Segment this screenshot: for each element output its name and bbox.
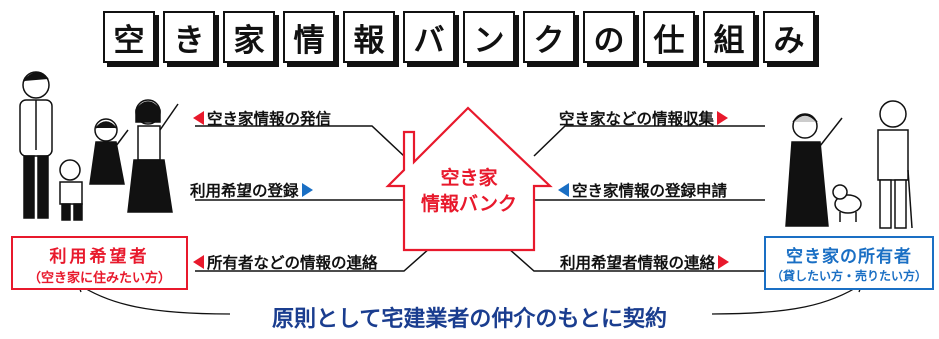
flow-right-top-label: 空き家などの情報収集 <box>559 110 715 128</box>
house-label-line1: 空き家 <box>440 167 498 189</box>
flow-right-top: 空き家などの情報収集 <box>559 107 729 129</box>
flow-left-mid: 利用希望の登録 <box>190 179 313 201</box>
house-label-line2: 情報バンク <box>421 193 517 215</box>
flow-left-top-label: 空き家情報の発信 <box>207 110 332 128</box>
arrow-left-icon <box>193 111 204 125</box>
owner-party-box: 空き家の所有者 （貸したい方・売りたい方） <box>764 236 934 290</box>
title-char: 家 <box>223 11 275 63</box>
bottom-arc-right <box>711 283 863 315</box>
user-party-title: 利用希望者 <box>49 247 150 267</box>
flow-right-mid: 空き家情報の登録申請 <box>558 179 727 201</box>
line-right-bottom <box>507 247 765 272</box>
arrow-right-icon <box>718 255 730 269</box>
title-char: バ <box>403 11 455 63</box>
owner-party-title: 空き家の所有者 <box>786 247 912 267</box>
line-left-bottom <box>195 247 431 272</box>
owners-illustration <box>785 100 913 229</box>
title-char: 情 <box>283 11 335 63</box>
title-char: ク <box>523 11 575 63</box>
house-outline <box>385 106 553 252</box>
arrow-right-icon <box>717 111 729 125</box>
title-char: 組 <box>703 11 755 63</box>
family-illustration <box>19 71 179 221</box>
title-char: 仕 <box>643 11 695 63</box>
bottom-caption: 原則として宅建業者の仲介のもとに契約 <box>272 307 667 332</box>
title-char: 空 <box>103 11 155 63</box>
arrow-left-icon <box>193 255 204 269</box>
owner-party-subtitle: （貸したい方・売りたい方） <box>770 269 927 283</box>
flow-left-mid-label: 利用希望の登録 <box>190 182 299 200</box>
flow-right-mid-label: 空き家情報の登録申請 <box>572 182 728 200</box>
title-char: き <box>163 11 215 63</box>
line-right-top <box>533 125 765 157</box>
user-party-subtitle: （空き家に住みたい方） <box>27 271 171 286</box>
title-char: み <box>763 11 815 63</box>
line-left-top <box>195 125 405 157</box>
arrow-right-icon <box>301 183 313 197</box>
user-party-box: 利用希望者 （空き家に住みたい方） <box>11 236 188 290</box>
flow-left-bottom: 所有者などの情報の連絡 <box>193 251 378 273</box>
bottom-arc-left <box>77 283 231 315</box>
flow-left-top: 空き家情報の発信 <box>193 107 331 129</box>
flow-right-bottom-label: 利用希望者情報の連絡 <box>560 254 716 272</box>
flow-right-bottom: 利用希望者情報の連絡 <box>560 251 730 273</box>
title-char: ン <box>463 11 515 63</box>
title-char: の <box>583 11 635 63</box>
arrow-left-icon <box>558 183 569 197</box>
title-char: 報 <box>343 11 395 63</box>
flow-left-bottom-label: 所有者などの情報の連絡 <box>207 254 378 272</box>
